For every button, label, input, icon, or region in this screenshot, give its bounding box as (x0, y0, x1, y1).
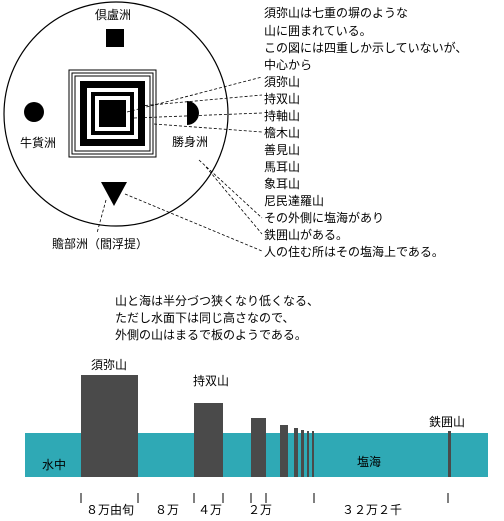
note-salt-sea: その外側に塩海があり (264, 210, 384, 225)
dimension-ticks (80, 493, 449, 503)
jijiku-bar (251, 418, 266, 477)
west-continent-label: 牛貨洲 (20, 135, 56, 150)
sumeru-square (99, 100, 126, 127)
dimension-salt-sea: ３２万２千 (342, 503, 402, 517)
mountain-label-nimindara: 尼民達羅山 (264, 194, 324, 208)
jisou-bar (194, 403, 223, 477)
west-continent-circle (24, 102, 44, 122)
dimension-jisou-width: ４万 (198, 503, 222, 517)
leader-salt-sea (198, 159, 263, 219)
dimension-sea-1: ８万 (155, 503, 179, 517)
leader-iron-mountain (205, 166, 263, 235)
north-continent-square (106, 29, 124, 47)
senmoku-bar (280, 425, 288, 477)
water-label: 水中 (42, 457, 66, 472)
mountain-label-zouni: 象耳山 (264, 177, 300, 191)
leader-jisou (139, 94, 263, 107)
note-line-3: この図には四重しか示していないが、 (264, 40, 467, 55)
zouni-bar (307, 431, 309, 477)
east-continent-label: 勝身洲 (172, 134, 208, 149)
outer-mountain-square-4 (68, 69, 157, 158)
south-continent-label: 贍部洲（閻浮提） (52, 236, 148, 251)
note-line-4: 中心から (264, 57, 312, 72)
section-note-line-3: 外側の山はまるで板のようである。 (115, 328, 307, 342)
leader-lines (96, 76, 263, 252)
east-continent-half-circle (187, 101, 199, 125)
salt-sea-label: 塩海 (357, 454, 381, 469)
tetsui-profile-label: 鉄囲山 (429, 414, 465, 429)
leader-outer (153, 123, 263, 133)
outer-mountain-square-3 (71, 72, 154, 155)
dimension-sea-2: ２万 (248, 503, 272, 517)
sumeru-profile-label: 須弥山 (91, 357, 127, 372)
note-line-1: 須弥山は七重の塀のような (264, 5, 408, 20)
section-note-line-2: ただし水面下は同じ高さなので、 (115, 310, 295, 325)
north-continent-label: 倶盧洲 (95, 8, 131, 22)
leader-sumeru (126, 76, 263, 113)
mountain-label-senmoku: 檐木山 (264, 126, 300, 140)
section-note-line-1: 山と海は半分づつ狭くなり低くなる、 (115, 293, 319, 308)
mountain-label-bani: 馬耳山 (264, 160, 300, 174)
mountain-profile-bars (81, 375, 451, 477)
leader-jijiku (133, 112, 263, 119)
bani-bar (301, 430, 304, 477)
note-human-realm: 人の住む所はその塩海上である。 (264, 244, 444, 259)
note-line-2: 山に囲まれている。 (264, 24, 372, 38)
leader-south-continent (96, 199, 107, 234)
tetsui-bar (448, 431, 451, 477)
south-continent-triangle (101, 182, 127, 206)
nimindara-bar (312, 431, 314, 477)
jisou-profile-label: 持双山 (193, 373, 229, 388)
sumeru-bar (81, 375, 138, 477)
mountain-label-jijiku: 持軸山 (264, 108, 300, 123)
note-iron-mountain: 鉄囲山がある。 (264, 227, 348, 242)
world-circle (3, 1, 229, 227)
mountain-label-sumeru: 須弥山 (264, 74, 300, 89)
mountain-label-zenken: 善見山 (264, 142, 300, 157)
outer-mountain-square-2 (74, 75, 151, 152)
mountain-label-jisou: 持双山 (264, 91, 300, 106)
zenken-bar (294, 428, 298, 477)
dimension-sumeru-width: ８万由旬 (86, 503, 134, 517)
